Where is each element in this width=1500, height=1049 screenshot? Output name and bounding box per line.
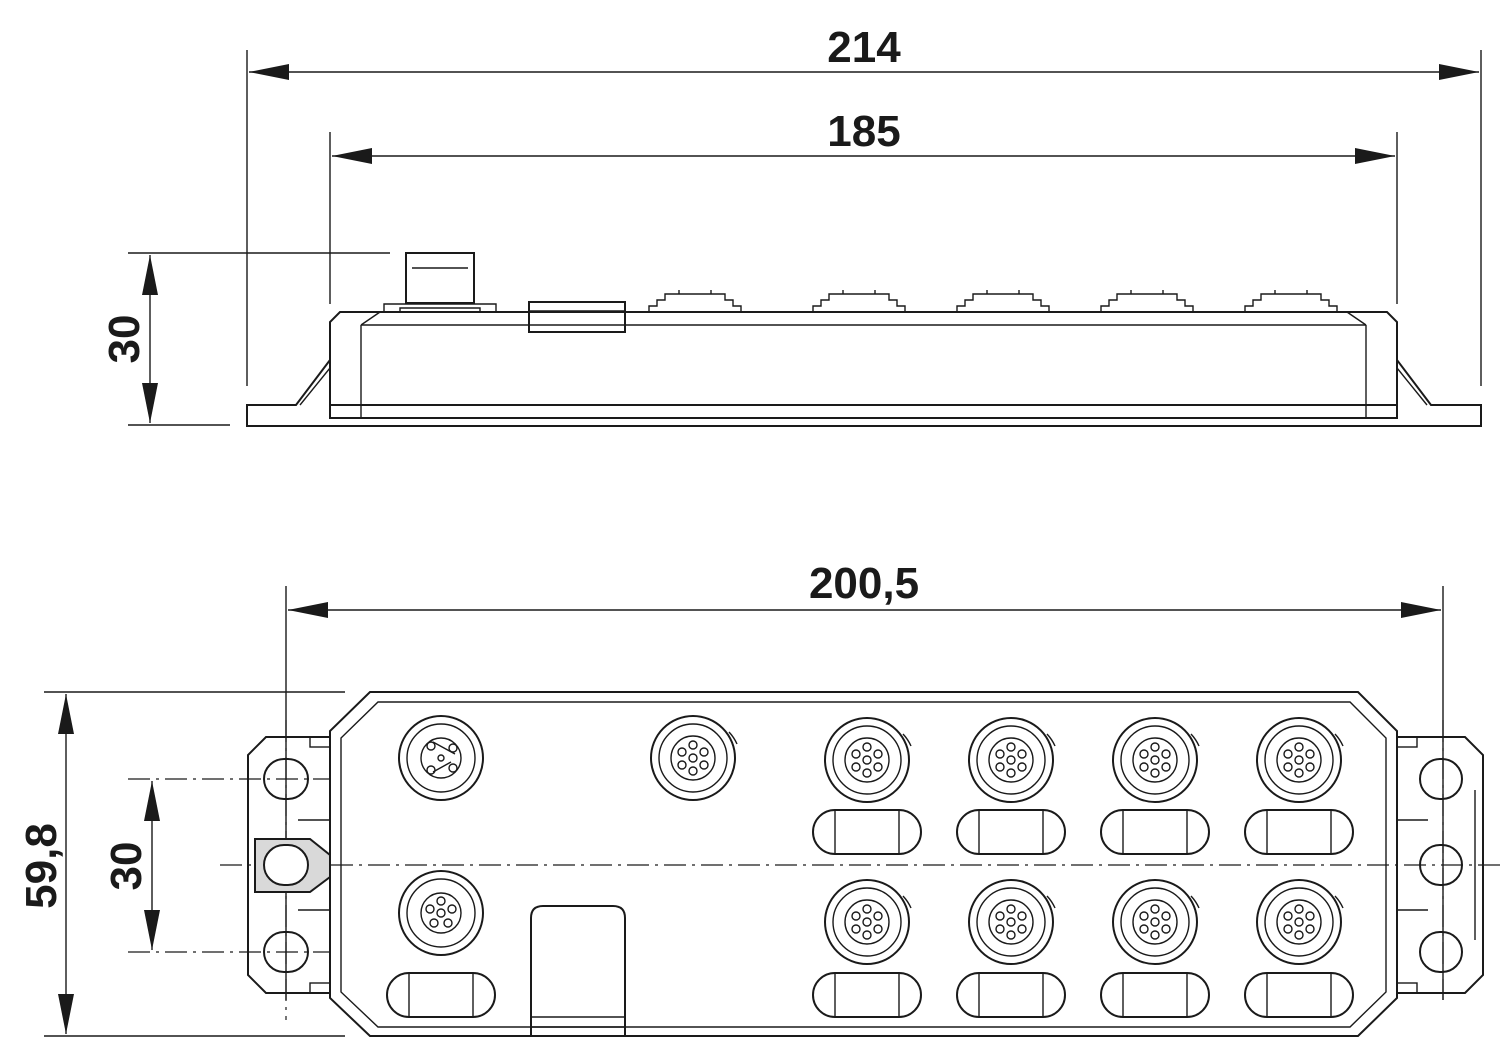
label-slot xyxy=(1244,809,1354,855)
label-slot xyxy=(812,809,922,855)
io-port xyxy=(1256,717,1344,803)
dim-side-body-width: 185 xyxy=(827,107,900,156)
io-port xyxy=(1112,879,1200,965)
dim-top-hole-spacing: 30 xyxy=(102,842,151,891)
io-port xyxy=(824,879,912,965)
side-view: 214 185 30 xyxy=(100,23,1482,427)
power-in-connector xyxy=(398,715,484,801)
label-slot xyxy=(956,809,1066,855)
dim-top-height: 59,8 xyxy=(17,823,66,909)
label-slot xyxy=(1100,972,1210,1018)
io-port xyxy=(1112,717,1200,803)
label-slot xyxy=(1244,972,1354,1018)
dim-top-width: 200,5 xyxy=(809,559,919,608)
power-out-connector xyxy=(398,870,484,956)
io-port xyxy=(968,717,1056,803)
dim-side-height: 30 xyxy=(100,315,149,364)
io-port xyxy=(824,717,912,803)
label-slot xyxy=(956,972,1066,1018)
label-slot xyxy=(1100,809,1210,855)
label-slot xyxy=(386,972,496,1018)
dim-side-total-width: 214 xyxy=(827,23,901,72)
io-port xyxy=(968,879,1056,965)
io-port xyxy=(1256,879,1344,965)
label-slot xyxy=(812,972,922,1018)
bus-connector xyxy=(650,715,738,801)
top-view: 200,5 59,8 30 xyxy=(17,559,1500,1037)
